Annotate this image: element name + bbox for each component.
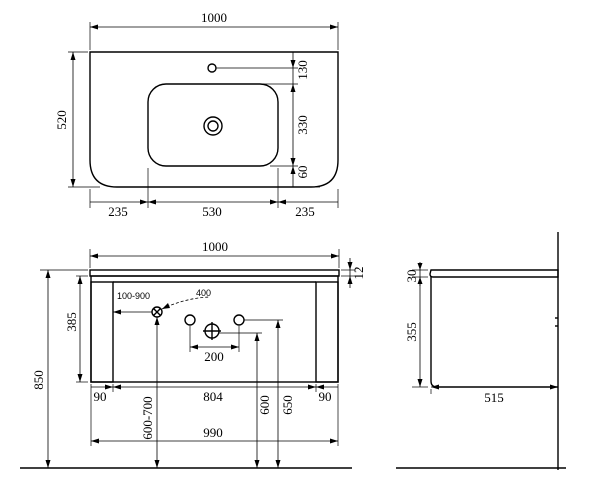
tap-hole (207, 63, 217, 73)
label-trap-offset: 400 (196, 288, 211, 298)
dim-line-trap-offset (161, 296, 211, 310)
dim-side-left: 90 (94, 389, 107, 404)
side-panel-left (90, 281, 114, 383)
top-view: 1000 520 130 330 60 235 530 235 (54, 10, 339, 219)
countertop (89, 269, 340, 277)
drain-inner (207, 120, 219, 132)
dim-top-width: 1000 (201, 10, 227, 25)
dim-inlet-height-2: 650 (280, 395, 295, 415)
dim-front-top-thickness: 12 (351, 267, 366, 280)
basin-bowl-outline (147, 83, 279, 167)
side-countertop (429, 269, 559, 278)
dim-tap-to-basin: 130 (295, 60, 310, 80)
dim-drain-height: 600-700 (140, 396, 155, 439)
label-trap-range: 100-900 (117, 291, 150, 301)
side-view: 30 355 515 (396, 232, 566, 470)
dim-outer-width: 990 (203, 425, 223, 440)
side-panel-right (315, 281, 339, 383)
dim-side-top-thickness: 30 (404, 270, 419, 283)
dim-side-right: 90 (319, 389, 332, 404)
inlet-right-symbol (233, 314, 245, 326)
dim-pipe-spacing: 200 (204, 349, 224, 364)
dim-total-height: 850 (31, 370, 46, 390)
dim-basin-to-front: 60 (295, 166, 310, 179)
front-view: 100-900 400 200 1000 12 385 (20, 239, 366, 469)
dim-inner-width: 804 (203, 389, 223, 404)
dim-basin-width: 530 (202, 204, 222, 219)
dim-cabinet-height: 385 (64, 312, 79, 332)
dim-basin-depth: 330 (295, 115, 310, 135)
dim-inlet-height-1: 600 (257, 395, 272, 415)
inlet-left-symbol (184, 314, 196, 326)
dim-side-depth: 515 (484, 390, 504, 405)
side-cabinet (430, 277, 558, 388)
dim-top-depth: 520 (54, 110, 69, 130)
dim-right-margin: 235 (295, 204, 315, 219)
dim-front-width: 1000 (202, 239, 228, 254)
dim-left-margin: 235 (108, 204, 128, 219)
drain-outer (203, 116, 223, 136)
dim-side-cabinet-height: 355 (404, 322, 419, 342)
